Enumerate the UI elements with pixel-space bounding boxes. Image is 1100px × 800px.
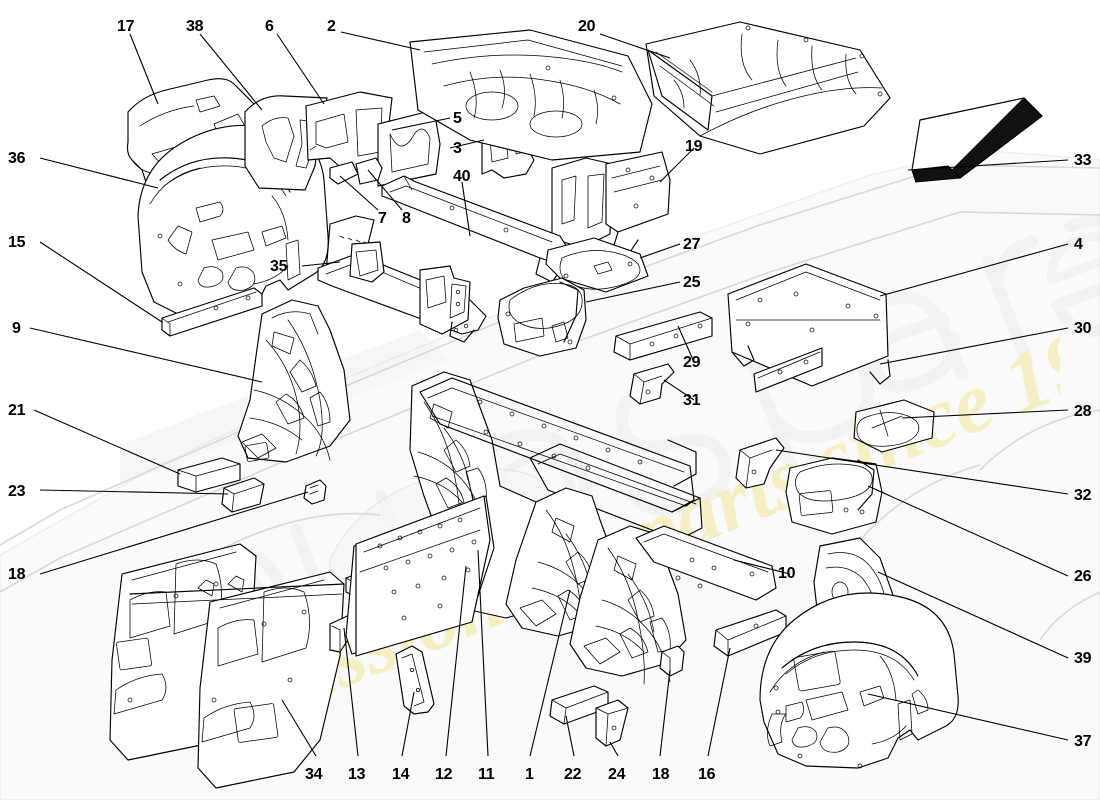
callout-22[interactable]: 22 [564, 766, 582, 783]
callout-5[interactable]: 5 [453, 110, 462, 127]
callout-11[interactable]: 11 [478, 766, 495, 783]
callout-7[interactable]: 7 [378, 210, 387, 227]
part-33 [911, 97, 1043, 183]
callout-20[interactable]: 20 [578, 18, 596, 35]
part-7 [329, 161, 359, 185]
callout-32[interactable]: 32 [1074, 487, 1092, 504]
callout-18-bottom[interactable]: 18 [652, 766, 670, 783]
callout-27[interactable]: 27 [683, 236, 701, 253]
callout-15[interactable]: 15 [8, 234, 26, 251]
callout-26[interactable]: 26 [1074, 568, 1092, 585]
part-20 [645, 21, 891, 155]
callout-1[interactable]: 1 [525, 766, 534, 783]
part-19 [551, 151, 671, 259]
part-29 [613, 311, 713, 361]
part-34 [109, 543, 345, 789]
callout-36[interactable]: 36 [8, 150, 26, 167]
part-15 [161, 287, 263, 337]
callout-24[interactable]: 24 [608, 766, 626, 783]
callout-29[interactable]: 29 [683, 354, 701, 371]
part-26 [785, 457, 883, 535]
callout-18-left[interactable]: 18 [8, 566, 26, 583]
part-18-upper [303, 479, 327, 505]
callout-39[interactable]: 39 [1074, 650, 1092, 667]
callout-23[interactable]: 23 [8, 483, 26, 500]
callout-14[interactable]: 14 [392, 766, 410, 783]
callout-8[interactable]: 8 [402, 210, 411, 227]
callout-21[interactable]: 21 [8, 402, 26, 419]
callout-30[interactable]: 30 [1074, 320, 1092, 337]
part-37 [759, 592, 959, 769]
callout-17[interactable]: 17 [117, 18, 135, 35]
part-14 [395, 645, 435, 715]
part-24 [595, 699, 629, 747]
callout-31[interactable]: 31 [683, 392, 701, 409]
part-23 [221, 477, 265, 513]
callout-40[interactable]: 40 [453, 168, 471, 185]
callout-34[interactable]: 34 [305, 766, 323, 783]
part-21 [177, 457, 241, 493]
callout-28[interactable]: 28 [1074, 403, 1092, 420]
leader-lines [29, 31, 1069, 757]
callout-3[interactable]: 3 [453, 140, 462, 157]
callout-35[interactable]: 35 [270, 258, 288, 275]
part-5 [377, 109, 441, 187]
part-9 [237, 299, 351, 463]
callout-37[interactable]: 37 [1074, 733, 1092, 750]
callout-6[interactable]: 6 [265, 18, 274, 35]
callout-4[interactable]: 4 [1074, 236, 1083, 253]
part-31 [629, 363, 675, 405]
part-2 [409, 29, 653, 161]
callout-16[interactable]: 16 [698, 766, 716, 783]
part-11 [345, 495, 495, 657]
part-10 [569, 525, 777, 685]
callout-38[interactable]: 38 [186, 18, 204, 35]
callout-10[interactable]: 10 [778, 565, 796, 582]
callout-13[interactable]: 13 [348, 766, 366, 783]
callout-19[interactable]: 19 [685, 138, 703, 155]
callout-9[interactable]: 9 [12, 320, 21, 337]
part-28 [853, 399, 935, 453]
part-32 [735, 437, 785, 489]
part-25 [497, 277, 587, 357]
part-35 [317, 215, 487, 343]
part-16 [713, 609, 787, 657]
part-30 [753, 347, 823, 393]
callout-33[interactable]: 33 [1074, 152, 1092, 169]
callout-2[interactable]: 2 [327, 18, 336, 35]
part-40 [381, 175, 571, 283]
callout-25[interactable]: 25 [683, 274, 701, 291]
part-4 [727, 263, 891, 387]
callout-12[interactable]: 12 [435, 766, 453, 783]
